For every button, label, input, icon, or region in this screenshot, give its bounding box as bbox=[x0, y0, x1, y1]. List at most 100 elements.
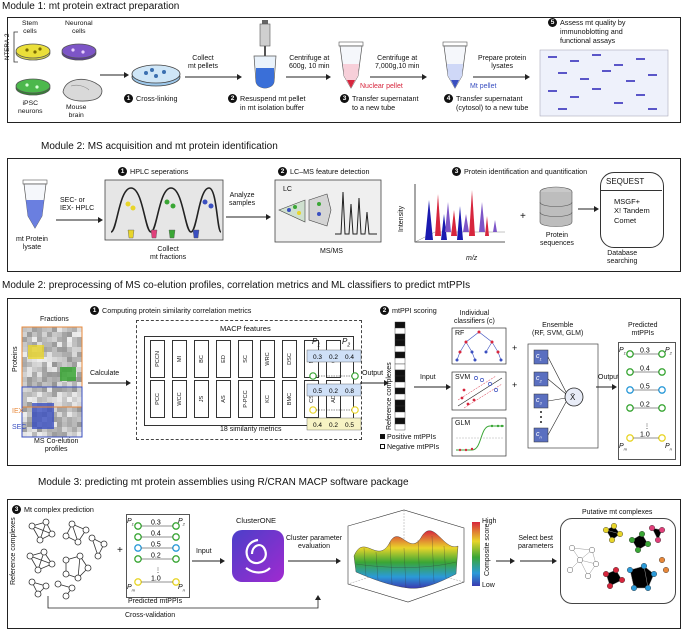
pred-node bbox=[626, 404, 634, 412]
heatmap-cell bbox=[57, 387, 62, 392]
heatmap-cell bbox=[67, 427, 72, 432]
heatmap-cell bbox=[37, 427, 42, 432]
heatmap-cell bbox=[47, 377, 52, 382]
heatmap-cell bbox=[27, 387, 32, 392]
heatmap-cell bbox=[52, 382, 57, 387]
heatmap-cell bbox=[37, 332, 42, 337]
composite-surface bbox=[347, 509, 465, 603]
heatmap-cell bbox=[72, 397, 77, 402]
feature-as: AS bbox=[216, 380, 231, 418]
negative-cell bbox=[394, 345, 406, 353]
plus-svm: + bbox=[512, 380, 518, 390]
heatmap-cell bbox=[27, 337, 32, 342]
heatmap-cell bbox=[62, 432, 67, 437]
heatmap-cell bbox=[67, 407, 72, 412]
heatmap-cell bbox=[72, 362, 77, 367]
heatmap-cell bbox=[52, 332, 57, 337]
heatmap-cell bbox=[57, 327, 62, 332]
heatmap-cell bbox=[42, 382, 47, 387]
heatmap-cell bbox=[27, 432, 32, 437]
arrow-m1-4 bbox=[370, 74, 427, 80]
colorbar bbox=[472, 522, 480, 586]
mz-label: m/z bbox=[466, 255, 478, 262]
heatmap-cell bbox=[57, 427, 62, 432]
plus-rf: + bbox=[512, 343, 518, 353]
stem-cells-label: Stem cells bbox=[22, 20, 38, 35]
pred-node bbox=[172, 522, 180, 530]
lcms-box bbox=[274, 179, 382, 243]
ellipsis: ⋮ bbox=[155, 568, 161, 574]
macp-features-label: MACP features bbox=[220, 324, 271, 333]
heatmap-cell bbox=[37, 387, 42, 392]
heatmap-cell bbox=[52, 352, 57, 357]
pred-node bbox=[626, 434, 634, 442]
heatmap-cell bbox=[32, 367, 37, 372]
heatmap-cell bbox=[77, 387, 82, 392]
heatmap-cell bbox=[27, 342, 32, 347]
p1-label: P1 bbox=[312, 337, 321, 349]
heatmap-cell bbox=[72, 352, 77, 357]
heatmap-cell bbox=[62, 362, 67, 367]
heatmap-cell bbox=[27, 412, 32, 417]
stem-cells-dish bbox=[15, 43, 51, 61]
crosslink-dish bbox=[131, 64, 181, 87]
feature-grid bbox=[144, 336, 354, 426]
heatmap-cell bbox=[22, 412, 27, 417]
arrow-m1-3 bbox=[286, 74, 331, 80]
negative-cell bbox=[394, 411, 406, 419]
heatmap-cell bbox=[52, 402, 57, 407]
heatmap-cell bbox=[67, 382, 72, 387]
heatmap-cell bbox=[37, 337, 42, 342]
negative-legend: Negative mtPPIs bbox=[380, 444, 439, 452]
heatmap-cell bbox=[77, 427, 82, 432]
pred-node bbox=[658, 368, 666, 376]
feature-mi: MI bbox=[172, 340, 187, 378]
heatmap-cell bbox=[27, 362, 32, 367]
heatmap-cell bbox=[67, 402, 72, 407]
spectrum-3d bbox=[414, 184, 505, 243]
iex-label: IEX bbox=[12, 408, 24, 415]
search-engines-box bbox=[600, 172, 664, 248]
sequest-label: SEQUEST bbox=[606, 177, 645, 186]
heatmap-cell bbox=[57, 392, 62, 397]
high-label: High bbox=[482, 518, 497, 525]
pred-score: 0.4 bbox=[151, 531, 161, 538]
heatmap-cell bbox=[27, 367, 32, 372]
individual-classifiers-label: Individual classifiers (c) bbox=[454, 310, 495, 326]
heatmap-cell bbox=[52, 377, 57, 382]
heatmap-cell bbox=[47, 352, 52, 357]
pred-node bbox=[172, 555, 180, 563]
heatmap-cell bbox=[27, 392, 32, 397]
heatmap-cell bbox=[72, 342, 77, 347]
heatmap-cell bbox=[57, 352, 62, 357]
c1-label: c1 bbox=[536, 353, 542, 362]
neuronal-cells-label: Neuronal cells bbox=[65, 20, 93, 35]
pred-node bbox=[134, 578, 142, 586]
heatmap-cell bbox=[52, 427, 57, 432]
heatmap-cell bbox=[62, 407, 67, 412]
heatmap-cell bbox=[77, 332, 82, 337]
heatmap-cell bbox=[32, 392, 37, 397]
heatmap-cell bbox=[62, 412, 67, 417]
positive-cell bbox=[394, 375, 406, 383]
arrow-m2a-2 bbox=[226, 214, 271, 220]
heatmap-cell bbox=[57, 332, 62, 337]
heatmap-cell bbox=[62, 337, 67, 342]
heatmap-cell bbox=[62, 387, 67, 392]
heatmap-cell bbox=[72, 332, 77, 337]
fractions-label: Fractions bbox=[40, 316, 69, 323]
heatmap-cell bbox=[52, 367, 57, 372]
heatmap-cell bbox=[22, 377, 27, 382]
plus-m2a: + bbox=[520, 211, 526, 222]
heatmap-cell bbox=[22, 337, 27, 342]
heatmap-cell bbox=[37, 377, 42, 382]
heatmap-cell bbox=[67, 332, 72, 337]
heatmap-cell bbox=[42, 347, 47, 352]
heatmap-cell bbox=[72, 357, 77, 362]
heatmap-cell bbox=[42, 397, 47, 402]
pred-p1: P1 bbox=[619, 347, 626, 356]
